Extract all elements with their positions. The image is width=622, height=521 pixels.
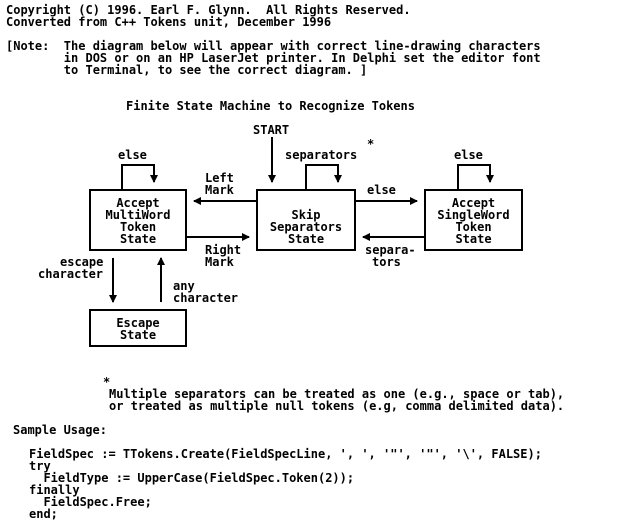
state-skip-line-2: Separators — [269, 220, 343, 234]
state-box-multiword — [89, 189, 187, 251]
code-line-6: end; — [29, 507, 58, 521]
label-separators-bottom-2: tors — [372, 255, 401, 269]
label-escape-2: character — [38, 267, 104, 281]
loop-skip — [305, 164, 342, 190]
state-multiword-line-1: Accept — [116, 196, 160, 210]
state-multiword-line-3: Token — [119, 220, 157, 234]
note-line-3: to Terminal, to see the correct diagram.… — [6, 63, 368, 77]
label-left-mark-2: Mark — [205, 183, 234, 197]
state-singleword-line-1: Accept — [451, 196, 496, 210]
note-line-1: [Note: The diagram below will appear wit… — [6, 39, 541, 53]
state-multiword-line-4: State — [119, 232, 157, 246]
state-escape-line-1: Escape — [116, 316, 160, 330]
state-box-escape — [89, 309, 187, 347]
label-right-mark-1: Right — [205, 243, 242, 257]
footnote-line-1: Multiple separators can be treated as on… — [109, 387, 565, 401]
state-multiword-line-2: MultiWord — [105, 208, 171, 222]
label-escape-1: escape — [60, 255, 104, 269]
label-else-right: else — [454, 148, 483, 162]
asterisk-marker: * — [367, 137, 375, 151]
code-line-4: finally — [29, 483, 80, 497]
footnote-line-2: or treated as multiple null tokens (e.g,… — [109, 399, 565, 413]
code-line-5: FieldSpec.Free; — [29, 495, 152, 509]
code-line-2: try — [29, 459, 51, 473]
state-skip-line-1: Skip — [291, 208, 321, 222]
label-any-character-1: any — [173, 279, 195, 293]
converted-line: Converted from C++ Tokens unit, December… — [6, 15, 332, 29]
diagram-title: Finite State Machine to Recognize Tokens — [126, 99, 415, 113]
start-label: START — [253, 123, 290, 137]
label-else-middle: else — [367, 183, 396, 197]
code-line-3: FieldType := UpperCase(FieldSpec.Token(2… — [29, 471, 355, 485]
footnote-marker: * — [103, 375, 111, 389]
label-any-character-2: character — [173, 291, 239, 305]
state-singleword-line-4: State — [455, 232, 492, 246]
label-right-mark-2: Mark — [205, 255, 234, 269]
state-skip-line-3: State — [287, 232, 325, 246]
state-box-singleword — [424, 189, 523, 251]
label-separators-bottom-1: separa- — [365, 243, 416, 257]
state-singleword-line-2: SingleWord — [437, 208, 510, 222]
state-escape-line-2: State — [119, 328, 157, 342]
state-singleword-line-3: Token — [455, 220, 492, 234]
copyright-line: Copyright (C) 1996. Earl F. Glynn. All R… — [6, 3, 411, 17]
note-line-2: in DOS or on an HP LaserJet printer. In … — [6, 51, 541, 65]
label-separators-top: separators — [285, 148, 358, 162]
code-line-1: FieldSpec := TTokens.Create(FieldSpecLin… — [29, 447, 542, 461]
label-left-mark-1: Left — [205, 171, 234, 185]
sample-heading: Sample Usage: — [13, 423, 107, 437]
loop-singleword — [457, 164, 494, 190]
label-else-left: else — [118, 148, 147, 162]
loop-multiword — [121, 164, 158, 190]
